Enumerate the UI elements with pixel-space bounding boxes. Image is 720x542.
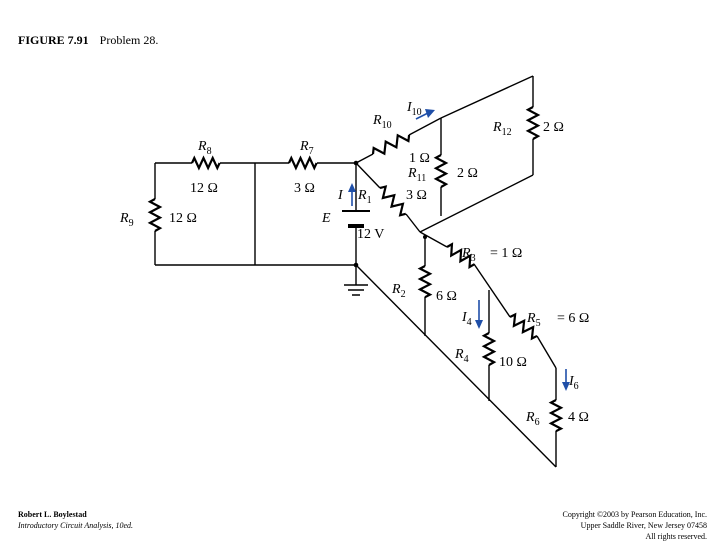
rights-line: All rights reserved. (645, 532, 707, 541)
figure-caption: FIGURE 7.91 Problem 28. (18, 33, 158, 48)
resistor-r8 (191, 155, 221, 171)
value-r11: 2 Ω (457, 166, 478, 181)
wires (154, 75, 557, 468)
label-i: I (337, 188, 344, 203)
value-r10: 1 Ω (409, 151, 430, 166)
label-i6: I6 (568, 374, 579, 392)
wire-r10-out (408, 117, 442, 136)
label-r1: R1 (357, 188, 372, 206)
copyright-line: Copyright ©2003 by Pearson Education, In… (562, 510, 708, 519)
label-r11: R11 (407, 166, 426, 184)
resistor-r1 (379, 185, 407, 217)
wire-r10-in (355, 153, 374, 164)
current-arrow-i6 (562, 369, 570, 391)
label-r7: R7 (299, 139, 314, 157)
resistor-r5 (509, 312, 538, 341)
wire-r1-out (405, 213, 421, 233)
junction-dot (353, 160, 359, 166)
wire-r1-in (355, 162, 381, 189)
value-r3: = 1 Ω (490, 246, 522, 261)
wire-upper-return (419, 174, 534, 233)
value-r4: 10 Ω (499, 355, 527, 370)
value-r2: 6 Ω (436, 289, 457, 304)
wire-r3-r5 (473, 263, 511, 318)
current-arrow-i4 (475, 300, 483, 329)
resistor-r10 (371, 133, 411, 156)
resistor-r12 (525, 106, 541, 140)
junction-dot (353, 262, 359, 268)
value-r9: 12 Ω (169, 211, 197, 226)
resistor-r3 (446, 242, 476, 269)
junction-dot (423, 235, 427, 239)
wire-r3-in (419, 231, 448, 248)
label-r5: R5 (526, 311, 541, 329)
value-e: 12 V (357, 227, 384, 242)
footer-copyright: Copyright ©2003 by Pearson Education, In… (563, 509, 708, 542)
resistor-r4 (481, 332, 497, 366)
label-r3: R3 (461, 246, 476, 264)
label-i4: I4 (461, 310, 472, 328)
label-r4: R4 (454, 347, 469, 365)
label-r8: R8 (197, 139, 212, 157)
resistor-r2 (417, 265, 433, 299)
problem-label: Problem 28. (99, 33, 159, 47)
current-arrow-i (348, 183, 356, 206)
wire-ground-return (355, 264, 557, 468)
label-e: E (321, 211, 331, 226)
address-line: Upper Saddle River, New Jersey 07458 (580, 521, 707, 530)
figure-number: FIGURE 7.91 (18, 33, 89, 47)
label-r6: R6 (525, 410, 540, 428)
label-i10: I10 (406, 100, 422, 118)
footer-credits: Robert L. Boylestad Introductory Circuit… (18, 509, 133, 531)
value-r12: 2 Ω (543, 120, 564, 135)
value-r8: 12 Ω (190, 181, 218, 196)
wire-top-diagonal (440, 75, 534, 119)
label-r9: R9 (119, 211, 134, 229)
footer-author: Robert L. Boylestad (18, 510, 87, 519)
value-r7: 3 Ω (294, 181, 315, 196)
resistor-r6 (548, 399, 564, 433)
resistor-r7 (288, 155, 318, 171)
label-r10: R10 (372, 113, 392, 131)
resistor-r11 (433, 154, 449, 188)
label-r2: R2 (391, 282, 406, 300)
label-r12: R12 (492, 120, 512, 138)
ground-symbol (344, 284, 368, 296)
battery-e (342, 210, 370, 228)
wire-r5-out (536, 335, 557, 369)
current-arrow-i10 (415, 109, 435, 120)
resistor-r9 (147, 198, 163, 232)
footer-book: Introductory Circuit Analysis, 10ed. (18, 521, 134, 530)
value-r1: 3 Ω (406, 188, 427, 203)
value-r6: 4 Ω (568, 410, 589, 425)
value-r5: = 6 Ω (557, 311, 589, 326)
